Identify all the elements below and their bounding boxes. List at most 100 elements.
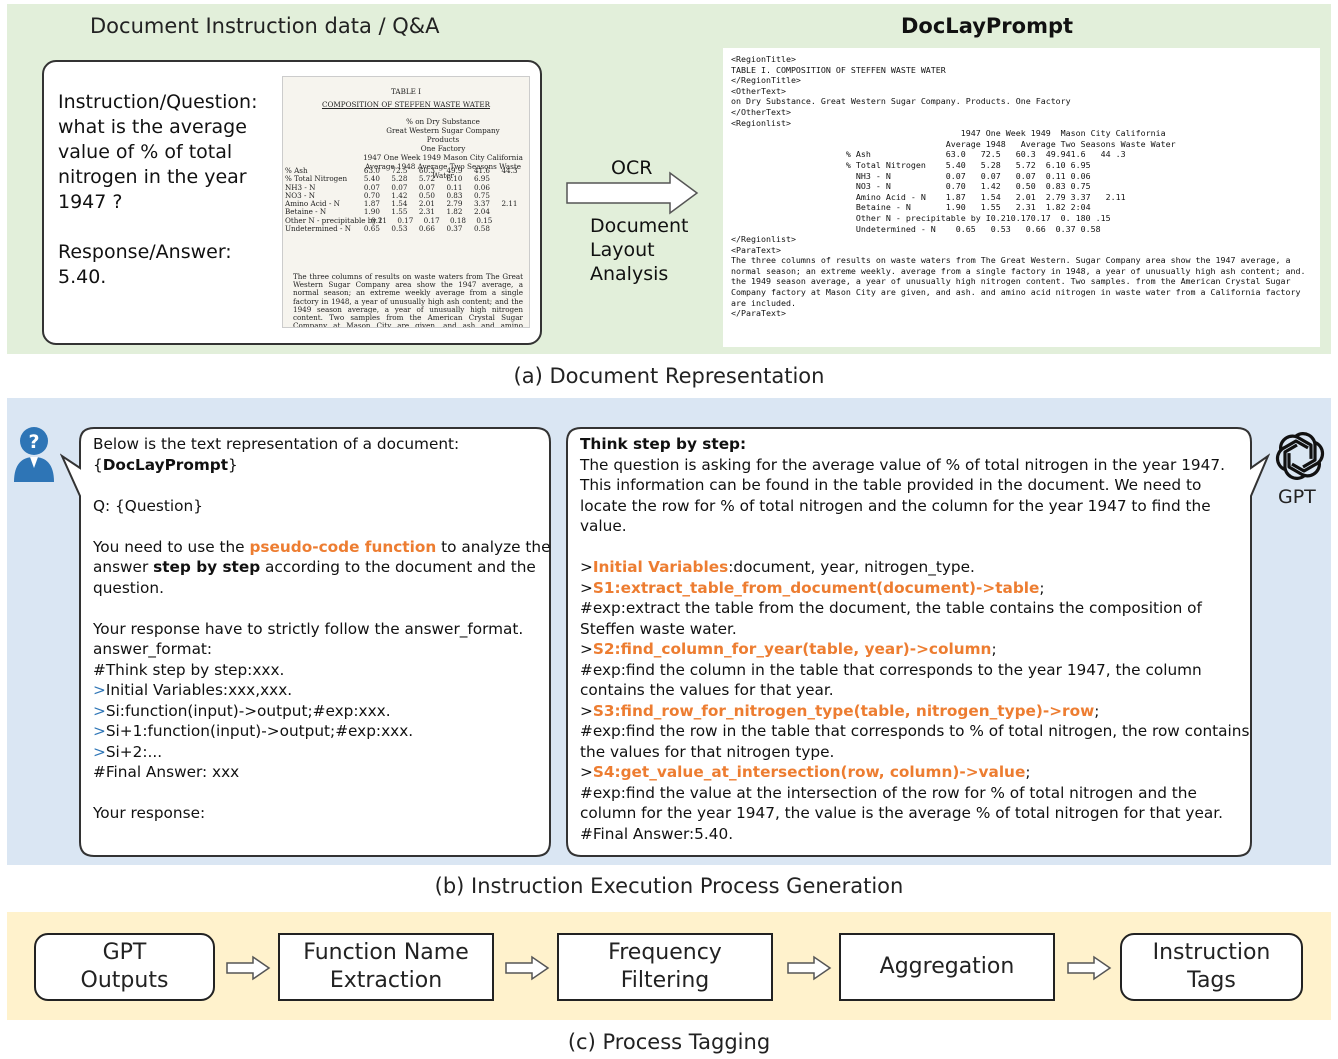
response-exp-3: #exp:find the row in the table that corr… bbox=[580, 722, 1250, 761]
initial-vars-label: Initial Variables bbox=[592, 558, 729, 576]
scanned-document-image: TABLE I COMPOSITION OF STEFFEN WASTE WAT… bbox=[282, 76, 530, 328]
function-s4: S4:get_value_at_intersection(row, column… bbox=[592, 763, 1026, 781]
doclayprompt-line: NH3 - N 0.07 0.07 0.07 0.11 0.06 bbox=[731, 170, 1091, 181]
function-s3: S3:find_row_for_nitrogen_type(table, nit… bbox=[592, 701, 1095, 720]
response-step-3: >S3:find_row_for_nitrogen_type(table, ni… bbox=[580, 701, 1250, 722]
scan-table-cell: 0.50 bbox=[418, 190, 435, 200]
scan-table-cell bbox=[501, 208, 529, 216]
scan-table-cell: % Ash bbox=[285, 166, 308, 175]
brace-open: { bbox=[93, 455, 103, 474]
layout-analysis-label: Document Layout Analysis bbox=[590, 215, 689, 285]
prompt-line-response: Your response: bbox=[93, 804, 206, 822]
scan-table-cell: 1.82 bbox=[446, 207, 463, 217]
scan-table-cell: 6.95 bbox=[473, 174, 490, 184]
text: ; bbox=[1025, 763, 1031, 781]
gt-marker: > bbox=[580, 763, 593, 781]
prompt-line-intro: Below is the text representation of a do… bbox=[93, 435, 460, 453]
scan-table-cell: 1.90 bbox=[363, 207, 380, 217]
text: ; bbox=[991, 640, 997, 658]
text: Si+2:... bbox=[105, 742, 163, 761]
doclayprompt-line: Other N - precipitable by I0.210.170.17 … bbox=[731, 212, 1111, 223]
highlight-pseudo-code: pseudo-code function bbox=[249, 537, 437, 556]
flow-arrow bbox=[226, 955, 271, 981]
doclayprompt-line: Betaine - N 1.90 1.55 2.31 1.82 2:04 bbox=[731, 202, 1091, 213]
brace-close: } bbox=[228, 455, 238, 474]
doclayprompt-lines: <RegionTitle>TABLE I. COMPOSITION OF STE… bbox=[731, 54, 1312, 255]
scan-table-cell: NH3 - N bbox=[285, 182, 316, 192]
ocr-arrow bbox=[566, 171, 699, 215]
doclayprompt-line: NO3 - N 0.70 1.42 0.50 0.83 0.75 bbox=[731, 181, 1091, 192]
doclayprompt-line: % Total Nitrogen 5.40 5.28 5.72 6.10 6.9… bbox=[731, 159, 1091, 170]
doclayprompt-line: </RegionTitle> bbox=[731, 75, 801, 86]
caption-c: (c) Process Tagging bbox=[567, 1030, 771, 1054]
scan-table-cell: 0.37 bbox=[446, 224, 463, 234]
scan-title: TABLE I bbox=[390, 87, 422, 96]
scan-table-cell: 2.11 bbox=[501, 199, 518, 209]
qa-card: Instruction/Question: what is the averag… bbox=[42, 60, 542, 345]
user-help-icon: ? bbox=[14, 427, 54, 482]
scan-table-cell: 63.0 bbox=[363, 166, 380, 175]
caption-b: (b) Instruction Execution Process Genera… bbox=[434, 874, 904, 898]
doclayprompt-paratext: The three columns of results on waste wa… bbox=[731, 255, 1306, 308]
scan-table-cell: NO3 - N bbox=[285, 190, 316, 200]
doclayprompt-line: Undetermined - N 0.65 0.53 0.66 0.37 0.5… bbox=[731, 223, 1101, 234]
step-frequency-filtering: Frequency Filtering bbox=[557, 933, 773, 1001]
doclayprompt-line: Average 1948 Average Two Seasons Waste W… bbox=[731, 138, 1176, 149]
scan-table-cell: 2.31 bbox=[418, 207, 435, 217]
scan-table-cell: 0.65 bbox=[363, 224, 380, 234]
prompt-line-format-rule: Your response have to strictly follow th… bbox=[93, 619, 524, 638]
response-exp-4: #exp:find the value at the intersection … bbox=[580, 783, 1224, 823]
doclayprompt-line: </OtherText> bbox=[731, 106, 791, 117]
scan-table-cell: Undetermined - N bbox=[285, 224, 352, 234]
doclayprompt-text-box: <RegionTitle>TABLE I. COMPOSITION OF STE… bbox=[723, 48, 1320, 347]
scan-table-cell: 0.70 bbox=[363, 190, 380, 200]
prompt-speech-bubble bbox=[60, 427, 551, 857]
response-intro: The question is asking for the average v… bbox=[580, 455, 1225, 536]
doclayprompt-line: % Ash 63.0 72.5 60.3 49.941.6 44 .3 bbox=[731, 149, 1126, 160]
scan-table-cell: 1.87 bbox=[363, 199, 380, 209]
prompt-line-si1: >Si+1:function(input)->output;#exp:xxx. bbox=[93, 721, 551, 742]
gt-marker: > bbox=[93, 722, 106, 740]
gt-marker: > bbox=[93, 701, 106, 720]
gt-marker: > bbox=[93, 742, 106, 761]
gt-marker: > bbox=[580, 578, 593, 597]
scan-table-cell: 1.55 bbox=[391, 207, 408, 217]
function-s1: S1:extract_table_from_document(document)… bbox=[592, 578, 1040, 597]
flow-arrow bbox=[787, 955, 832, 981]
scan-table-cell: 0.17 bbox=[397, 215, 414, 225]
flow-arrow bbox=[1067, 955, 1112, 981]
scan-table-cell: 0.06 bbox=[473, 182, 490, 192]
prompt-line-question: Q: {Question} bbox=[93, 496, 203, 515]
scan-table-cell: 5.28 bbox=[391, 174, 408, 184]
highlight-step-by-step: step by step bbox=[153, 558, 261, 576]
scan-table-cell: 0.21 bbox=[371, 215, 388, 225]
response-step-1: >S1:extract_table_from_document(document… bbox=[580, 578, 1250, 599]
scan-table-cell: 5.72 bbox=[418, 174, 435, 184]
scan-table-cell: 6.10 bbox=[446, 174, 463, 184]
ocr-label: OCR bbox=[611, 157, 653, 179]
response-step-4: >S4:get_value_at_intersection(row, colum… bbox=[580, 762, 1250, 783]
step-instruction-tags: Instruction Tags bbox=[1120, 933, 1303, 1001]
text: Si+1:function(input)->output;#exp:xxx. bbox=[105, 722, 414, 740]
doclayprompt-line: <ParaText> bbox=[731, 244, 781, 255]
doclayprompt-close-tag: </ParaText> bbox=[731, 308, 786, 319]
scan-table-cell: 0.58 bbox=[473, 224, 490, 234]
scan-table-cell: 2.04 bbox=[473, 207, 490, 217]
text: :document, year, nitrogen_type. bbox=[728, 558, 975, 576]
scan-table-cell: % Total Nitrogen bbox=[285, 174, 348, 184]
scan-table-cell: 0.07 bbox=[418, 182, 435, 192]
text: ; bbox=[1039, 578, 1045, 597]
prompt-paragraph-instructions: You need to use the pseudo-code function… bbox=[93, 537, 551, 599]
scan-table-cell: 0.07 bbox=[391, 182, 408, 192]
doclayprompt-line: Amino Acid - N 1.87 1.54 2.01 2.79 3.37 … bbox=[731, 191, 1126, 202]
scan-table-cell: 2.79 bbox=[446, 199, 463, 209]
doclayprompt-line: <Regionlist> bbox=[731, 117, 791, 128]
prompt-line-si: >Si:function(input)->output;#exp:xxx. bbox=[93, 701, 551, 722]
scan-paragraph: The three columns of results on waste wa… bbox=[293, 272, 523, 328]
doclayprompt-line: <RegionTitle> bbox=[731, 54, 796, 64]
